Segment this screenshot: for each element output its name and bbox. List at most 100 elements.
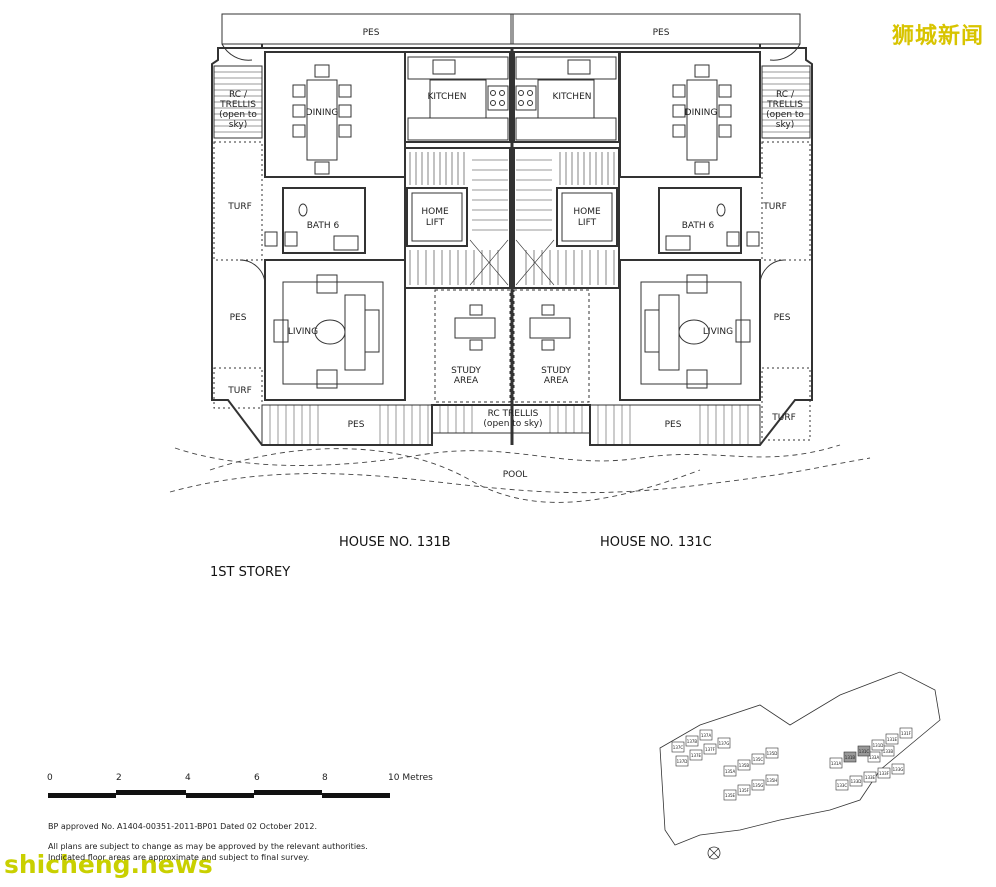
keyplan-unit xyxy=(703,743,717,755)
turf-right-upper xyxy=(761,141,811,261)
living-room-left xyxy=(264,259,406,401)
storey-title: 1ST STOREY xyxy=(210,565,290,580)
study-area-left xyxy=(434,289,511,403)
label-turf-left-lower: TURF xyxy=(227,386,252,396)
scale-tick-4: 4 xyxy=(185,773,191,783)
keyplan-unit xyxy=(699,729,713,741)
keyplan-unit-label: 131E xyxy=(887,737,898,742)
approval-note: BP approved No. A1404-00351-2011-BP01 Da… xyxy=(48,822,317,831)
keyplan-unit xyxy=(843,751,857,763)
keyplan-unit xyxy=(891,763,905,775)
label-trellis-right-1: RC / xyxy=(776,90,795,100)
keyplan-unit xyxy=(871,739,885,751)
keyplan-unit-label: 137D xyxy=(677,759,688,764)
keyplan-unit xyxy=(835,779,849,791)
keyplan-unit xyxy=(689,749,703,761)
keyplan-units: 137C137B137A137D137E137F137G135A135B135C… xyxy=(671,727,913,801)
keyplan-unit xyxy=(685,735,699,747)
label-trellis-right-4: sky) xyxy=(776,120,794,130)
keyplan-unit-label: 133C xyxy=(837,783,848,788)
label-study-left-2: AREA xyxy=(454,376,479,386)
keyplan-unit xyxy=(881,745,895,757)
label-trellis-right-3: (open to xyxy=(766,110,804,120)
scale-tick-0: 0 xyxy=(47,773,53,783)
label-lift-right-2: LIFT xyxy=(578,218,597,228)
watermark-bottom: shicheng.news xyxy=(4,850,213,879)
study-area-right xyxy=(513,289,590,403)
keyplan-unit-label: 133F xyxy=(879,771,890,776)
keyplan-unit xyxy=(765,747,779,759)
keyplan-unit xyxy=(717,737,731,749)
disclaimer-line-1: All plans are subject to change as may b… xyxy=(48,842,368,851)
label-trellis-left-2: TRELLIS xyxy=(219,100,256,110)
label-rc-trellis-2: (open to sky) xyxy=(483,419,542,429)
keyplan-unit-label: 137A xyxy=(701,733,712,738)
label-turf-right-lower: TURF xyxy=(771,413,796,423)
keyplan-unit-label: 131B xyxy=(845,755,856,760)
label-dining-right: DINING xyxy=(685,108,718,118)
keyplan-unit xyxy=(751,779,765,791)
keyplan-unit-label: 137G xyxy=(719,741,730,746)
label-bath-right: BATH 6 xyxy=(682,221,715,231)
keyplan-unit-label: 131A xyxy=(831,761,842,766)
watermark-top: 狮城新闻 xyxy=(891,24,984,49)
keyplan-unit-label: 135B xyxy=(739,763,750,768)
keyplan-unit xyxy=(857,745,871,757)
house-title-right: HOUSE NO. 131C xyxy=(600,535,712,550)
keyplan-unit-label: 131C xyxy=(859,749,870,754)
keyplan-unit xyxy=(849,775,863,787)
bath-left xyxy=(282,187,366,254)
staircase-right xyxy=(513,147,620,289)
keyplan-unit xyxy=(877,767,891,779)
turf-left-upper xyxy=(213,141,263,261)
keyplan-unit-label: 135G xyxy=(753,783,764,788)
label-dining-left: DINING xyxy=(306,108,339,118)
label-pes-top-left: PES xyxy=(363,28,380,38)
bath-right xyxy=(658,187,742,254)
turf-left-lower xyxy=(213,367,263,409)
keyplan-unit-label: 133B xyxy=(883,749,894,754)
key-plan xyxy=(659,671,941,860)
scale-tick-2: 2 xyxy=(116,773,122,783)
dining-table-right xyxy=(686,79,718,161)
scale-bar: 0 2 4 6 8 10 Metres xyxy=(47,773,433,798)
scale-tick-10: 10 Metres xyxy=(388,773,433,783)
label-pes-top-right: PES xyxy=(653,28,670,38)
keyplan-unit xyxy=(885,733,899,745)
dining-table-left xyxy=(306,79,338,161)
label-trellis-right-2: TRELLIS xyxy=(766,100,803,110)
pool-outline xyxy=(169,444,871,503)
home-lift-right xyxy=(556,187,618,247)
label-lift-left-1: HOME xyxy=(421,207,449,217)
keyplan-unit xyxy=(723,765,737,777)
keyplan-unit xyxy=(829,757,843,769)
keyplan-unit-label: 133D xyxy=(851,779,862,784)
keyplan-unit xyxy=(737,759,751,771)
keyplan-unit xyxy=(737,784,751,796)
keyplan-unit-label: 131D xyxy=(873,743,884,748)
label-study-right-2: AREA xyxy=(544,376,569,386)
label-living-left: LIVING xyxy=(288,327,318,337)
keyplan-unit-label: 135E xyxy=(725,793,736,798)
label-study-left-1: STUDY xyxy=(451,366,481,376)
turf-right-lower xyxy=(761,367,811,441)
staircase-left xyxy=(404,147,511,289)
label-rc-trellis-1: RC TRELLIS xyxy=(488,409,539,419)
keyplan-unit xyxy=(867,751,881,763)
label-turf-right-upper: TURF xyxy=(762,202,787,212)
label-kitchen-right: KITCHEN xyxy=(553,92,592,102)
label-pes-left-side: PES xyxy=(230,313,247,323)
keyplan-unit-label: 133G xyxy=(893,767,904,772)
label-living-right: LIVING xyxy=(703,327,733,337)
label-pes-bottom-right: PES xyxy=(665,420,682,430)
keyplan-unit xyxy=(671,741,685,753)
living-rug-right xyxy=(640,281,742,385)
label-lift-right-1: HOME xyxy=(573,207,601,217)
pes-bottom-right xyxy=(589,404,761,446)
label-lift-left-2: LIFT xyxy=(426,218,445,228)
home-lift-left xyxy=(406,187,468,247)
label-kitchen-left: KITCHEN xyxy=(428,92,467,102)
keyplan-unit xyxy=(751,753,765,765)
keyplan-unit-label: 135H xyxy=(767,778,778,783)
